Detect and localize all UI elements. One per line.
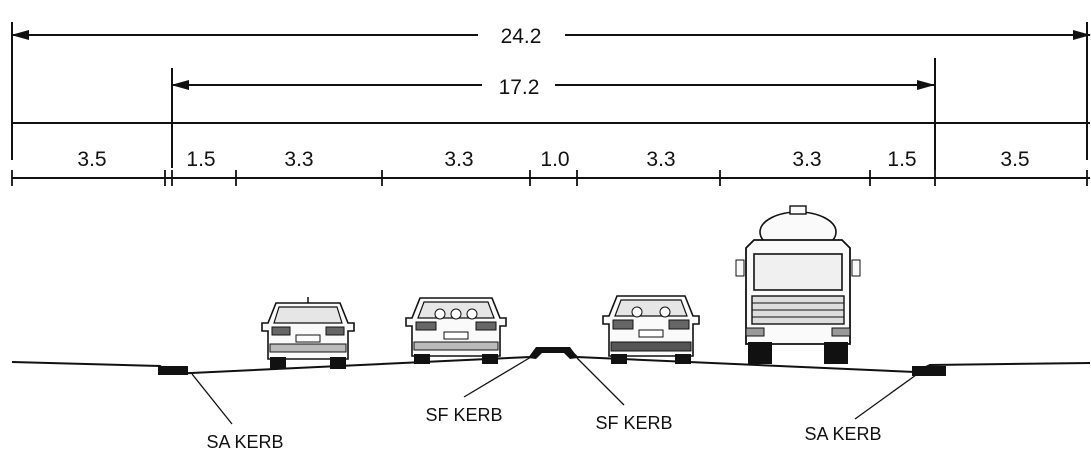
carriageway-width-label: 17.2	[499, 76, 540, 99]
overall-dimension: 24.2	[11, 25, 1091, 48]
sf-kerb-left-label: SF KERB	[425, 405, 502, 425]
car-rear-icon	[602, 295, 700, 364]
car-rear-icon	[261, 297, 355, 369]
segment-label-verge-right: 3.5	[1000, 148, 1029, 171]
segment-label-verge-left: 3.5	[77, 148, 106, 171]
overall-width-label: 24.2	[501, 25, 542, 48]
carriageway-dimension: 17.2	[171, 76, 935, 99]
car-rear-icon	[405, 297, 507, 364]
segment-label-shoulder-right: 1.5	[887, 148, 916, 171]
sa-kerb-right-label: SA KERB	[804, 424, 881, 444]
sf-kerb-right-label: SF KERB	[595, 413, 672, 433]
extension-lines	[11, 22, 1088, 170]
sa-kerb-left-shape	[158, 366, 188, 375]
segment-labels: 3.5 1.5 3.3 3.3 1.0 3.3 3.3 1.5 3.5	[77, 148, 1029, 171]
sa-kerb-right-shape	[912, 366, 946, 376]
segment-label-shoulder-left: 1.5	[186, 148, 215, 171]
leader-lines	[191, 356, 917, 425]
segment-label-lane-4: 3.3	[792, 148, 821, 171]
segment-dimension-line	[11, 170, 1090, 186]
truck-front-icon	[735, 205, 861, 364]
segment-label-lane-2: 3.3	[444, 148, 473, 171]
road-surface	[11, 347, 1091, 376]
sf-kerb-median-shape	[528, 347, 578, 359]
segment-label-lane-1: 3.3	[284, 148, 313, 171]
segment-label-median: 1.0	[540, 148, 569, 171]
sa-kerb-left-label: SA KERB	[206, 432, 283, 452]
segment-label-lane-3: 3.3	[646, 148, 675, 171]
